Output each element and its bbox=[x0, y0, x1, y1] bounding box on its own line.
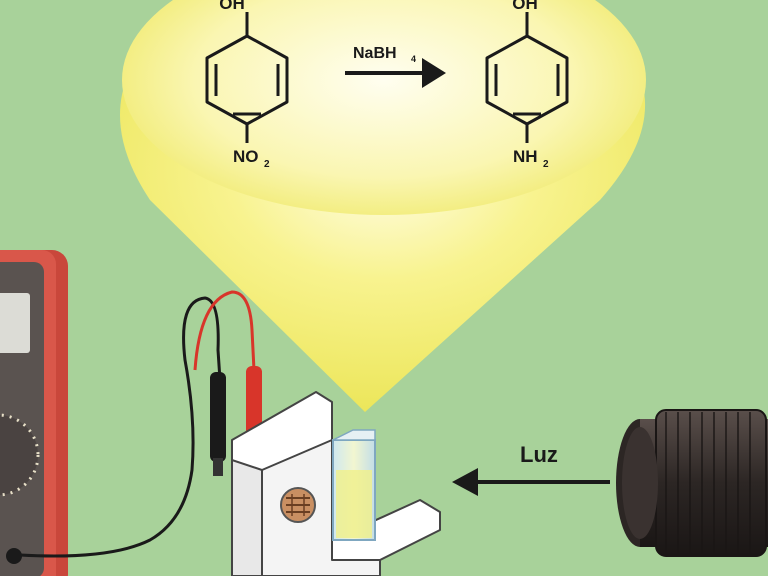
multimeter-display bbox=[0, 293, 30, 353]
black-probe bbox=[210, 372, 226, 462]
reactant-top-group: OH bbox=[219, 0, 245, 13]
light-label: Luz bbox=[520, 442, 558, 467]
reactant-molecule: OH NO 2 bbox=[205, 0, 289, 170]
reaction-arrow-group: NaBH 4 bbox=[345, 45, 446, 88]
light-source-lens-icon bbox=[616, 409, 768, 557]
light-cone bbox=[120, 0, 646, 412]
red-wire bbox=[193, 290, 256, 371]
product-molecule: OH NH 2 bbox=[485, 0, 569, 170]
light-beam-top bbox=[122, 0, 646, 215]
product-bottom-group: NH bbox=[513, 147, 538, 166]
reagent-label: NaBH bbox=[353, 45, 397, 62]
multimeter-dial bbox=[0, 413, 40, 497]
red-probe bbox=[246, 366, 262, 436]
product-top-group: OH bbox=[512, 0, 538, 13]
light-arrow-head bbox=[452, 468, 478, 496]
product-bottom-subscript: 2 bbox=[543, 159, 549, 170]
cuvette-icon bbox=[332, 429, 376, 541]
multimeter-icon bbox=[0, 250, 68, 576]
light-direction: Luz bbox=[452, 442, 610, 496]
reactant-bottom-subscript: 2 bbox=[264, 159, 270, 170]
reactant-bottom-group: NO bbox=[233, 147, 259, 166]
black-wire bbox=[19, 296, 222, 558]
cuvette-holder bbox=[231, 391, 441, 576]
reaction-arrow-head bbox=[422, 58, 446, 88]
reagent-subscript: 4 bbox=[411, 54, 416, 64]
photoresistor-icon bbox=[280, 487, 316, 523]
cuvette-liquid bbox=[336, 470, 372, 538]
